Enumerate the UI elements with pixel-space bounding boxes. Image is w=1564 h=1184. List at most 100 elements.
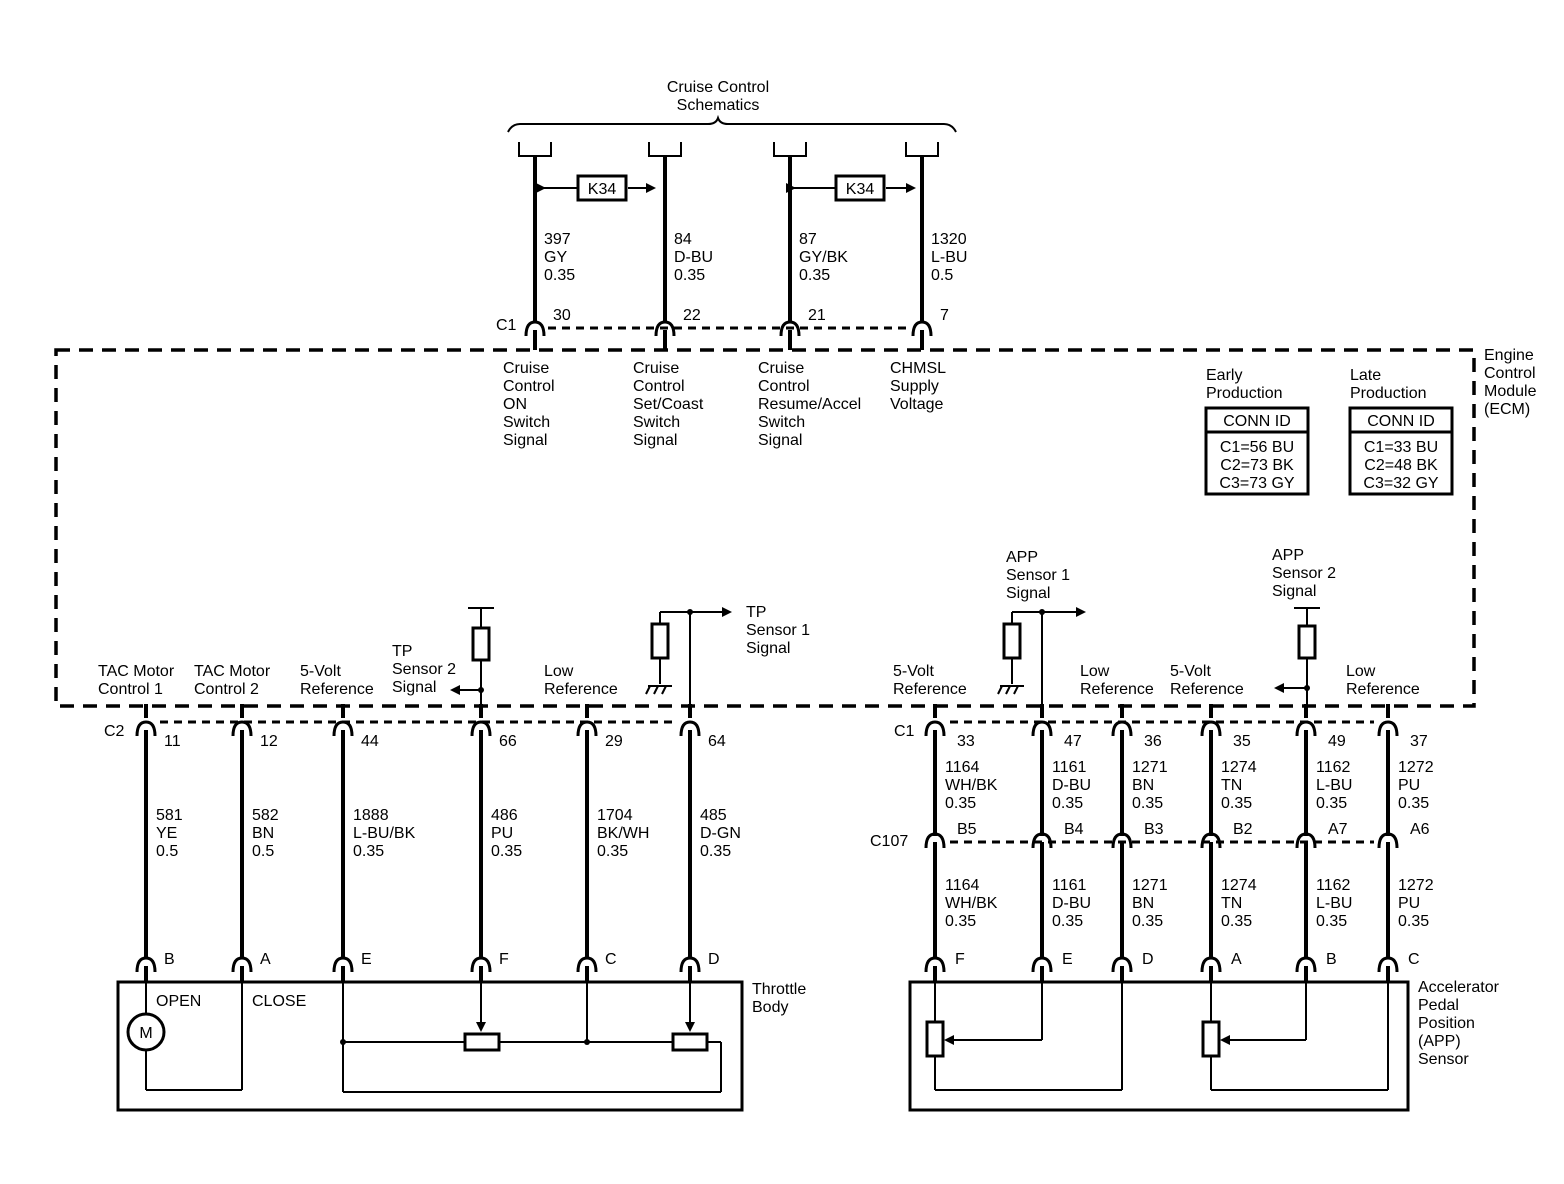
wire-gauge: 0.35 [1398,913,1429,930]
wire-gauge: 0.35 [1132,913,1163,930]
tp-sensor1-label-line1: TP [746,604,766,621]
app-label-line3: Position [1418,1015,1475,1032]
ecm-pin-function-label: Reference [300,681,374,698]
c1-pin-terminal [1377,720,1399,737]
conn-table-row: C3=32 GY [1363,475,1438,492]
top-wires: 397GY0.3530CruiseControlONSwitchSignal84… [503,142,967,449]
ecm-pin-function-label: 5-Volt [893,663,934,680]
c1-pin-terminal [654,320,676,337]
c107-pin-terminal [1200,832,1222,849]
wire-color: L-BU [1316,777,1352,794]
throttle-body-label-line2: Body [752,999,788,1016]
app-sensor2-pullup [1274,607,1320,708]
app-wire: 331164WH/BK0.35B51164WH/BK0.35F5-VoltRef… [893,663,998,982]
throttle-internals: M [126,980,722,1093]
tp-sensor2-label-line1: TP [392,643,412,660]
wire-color: GY [544,249,567,266]
c1-pin-number: 37 [1410,733,1428,750]
wire-color: D-GN [700,825,741,842]
c107-label: C107 [870,833,908,850]
k34-left-link: K34 [536,174,656,202]
c1-pin-number: 49 [1328,733,1346,750]
ecm-pin-function-label: Resume/Accel [758,396,861,413]
wire-color: L-BU/BK [353,825,416,842]
c107-pin-number: B5 [957,821,977,838]
wire-color: WH/BK [945,895,998,912]
conn-table-row: C3=73 GY [1219,475,1294,492]
ecm-pin-function-label: Signal [633,432,677,449]
ecm-pin-function-label: Control [633,378,685,395]
ecm-boundary [54,348,1476,708]
c2-pin-number: 44 [361,733,379,750]
c1-pin-terminal [911,320,933,337]
wire-circuit-number: 1164 [945,877,980,894]
tp-sensor1-label-line2: Sensor 1 [746,622,810,639]
conn-table-row: C1=33 BU [1364,439,1438,456]
c107-pin-terminal [1377,832,1399,849]
c1-pin-number: 33 [957,733,975,750]
ecm-pin-function-label: Low [544,663,574,680]
tp-sensor2-pullup [450,607,494,708]
wire-color: BK/WH [597,825,649,842]
wire-circuit-number: 485 [700,807,727,824]
throttle-open-label: OPEN [156,993,201,1010]
wire-circuit-number: 486 [491,807,518,824]
wire-color: WH/BK [945,777,998,794]
throttle-pin-terminal [231,956,253,973]
app-label-line2: Pedal [1418,997,1459,1014]
ecm-label-line1: Engine [1484,347,1534,364]
c1-pin-number: 22 [683,307,701,324]
c2-pin-terminal [231,720,253,737]
c107-pin-terminal [924,832,946,849]
c1-pin-number: 35 [1233,733,1251,750]
wire-circuit-number: 397 [544,231,571,248]
k34-right-link: K34 [786,174,916,202]
cruise-connector-terminal [905,142,939,157]
ecm-pin-function-label: Control [758,378,810,395]
c1-right-connector-label: C1 [894,723,915,740]
wire-gauge: 0.35 [700,843,731,860]
throttle-pin-letter: F [499,951,509,968]
app-sensor1-label-line1: APP [1006,549,1038,566]
wire-circuit-number: 1320 [931,231,967,248]
c2-pin-terminal [679,720,701,737]
c107-pin-terminal [1295,832,1317,849]
wire-color: D-BU [674,249,713,266]
wire-circuit-number: 1162 [1316,759,1351,776]
wire-gauge: 0.35 [1316,795,1347,812]
wire-gauge: 0.35 [353,843,384,860]
wire-gauge: 0.35 [1052,913,1083,930]
app-sensor2-label-line2: Sensor 2 [1272,565,1336,582]
app-sensor2-label-line1: APP [1272,547,1304,564]
ecm-pin-function-label: Reference [1170,681,1244,698]
c1-pin-terminal [1111,720,1133,737]
app-pin-terminal [1295,956,1317,973]
wire-color: GY/BK [799,249,848,266]
c1-pin-terminal [1031,720,1053,737]
wire-circuit-number: 1271 [1132,877,1168,894]
wire-gauge: 0.35 [945,913,976,930]
ecm-pin-function-label: Cruise [633,360,679,377]
conn-table-heading: Production [1350,385,1427,402]
app-label-line4: (APP) [1418,1033,1461,1050]
wire-color: TN [1221,895,1242,912]
c1-pin-terminal [524,320,546,337]
cruise-title-line1: Cruise Control [667,79,769,96]
top-wire: 87GY/BK0.3521CruiseControlResume/AccelSw… [758,142,861,449]
tp-sensor2-label-line2: Sensor 2 [392,661,456,678]
c1-pin-terminal [1200,720,1222,737]
ecm-pin-function-label: Control 2 [194,681,259,698]
ecm-pin-function-label: CHMSL [890,360,946,377]
throttle-pin-terminal [135,956,157,973]
k34-left-label: K34 [588,181,617,198]
wire-gauge: 0.35 [597,843,628,860]
